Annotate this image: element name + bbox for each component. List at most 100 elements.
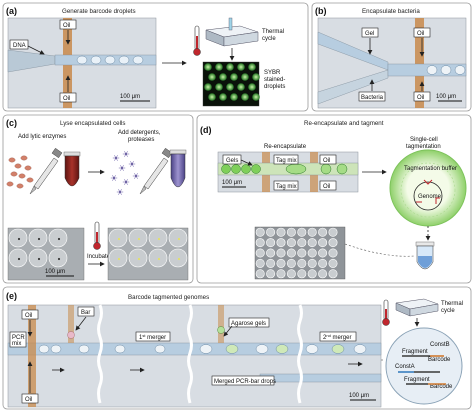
- panel-c-title: Lyse encapsulated cells: [60, 120, 125, 127]
- sybr-droplet: [248, 83, 256, 91]
- panel-d: (d) Re-encapsulate and tagment Re-encaps…: [197, 115, 471, 283]
- micro-cell: [58, 238, 60, 240]
- panel-d-title: Re-encapsulate and tagment: [304, 120, 384, 127]
- micro-droplet: [308, 259, 316, 267]
- micro-droplet: [266, 249, 274, 257]
- single-cell-line1: Single-cell: [410, 137, 438, 143]
- add-detergents-line1: Add detergents,: [118, 130, 161, 136]
- micro-droplet: [129, 249, 147, 267]
- micro-droplet: [129, 229, 147, 247]
- sybr-droplet: [204, 83, 212, 91]
- micro-droplet: [298, 228, 306, 236]
- thermal-cycle-line2-e: cycle: [441, 308, 455, 314]
- barcode-bottom-label: Barcode: [430, 384, 453, 390]
- thermal-cycle-line1-e: Thermal: [441, 301, 463, 307]
- micro-droplet: [298, 238, 306, 246]
- sybr-droplet: [252, 73, 260, 81]
- oil-channel-e: [28, 305, 36, 407]
- panel-d-letter: (d): [200, 125, 212, 135]
- merger2-text: merger: [331, 335, 352, 341]
- micro-cell: [118, 238, 120, 240]
- barcode-top-label: Barcode: [428, 357, 451, 363]
- bar-droplet: [68, 332, 75, 339]
- enzyme: [113, 155, 119, 161]
- tag-buffer-label: Tagmentation buffer: [404, 166, 457, 172]
- sybr-droplet: [208, 93, 216, 101]
- merger1-text: merger: [145, 335, 166, 341]
- gel-label: Gel: [365, 31, 374, 37]
- merged-droplet: [200, 345, 212, 354]
- sybr-droplet: [237, 83, 245, 91]
- merged-droplet: [332, 345, 344, 354]
- micro-cell: [178, 238, 180, 240]
- panel-a: (a) Generate barcode droplets DNA Oil Oi…: [3, 3, 308, 111]
- merged-label: Merged PCR-bar drops: [214, 379, 276, 385]
- agarose-label: Agarose gels: [231, 321, 266, 327]
- micro-droplet: [298, 249, 306, 257]
- enzyme: [129, 161, 135, 167]
- bacteria-cluster: [7, 156, 33, 188]
- fragment-top-label: Fragment: [402, 349, 428, 355]
- micro-droplet: [308, 249, 316, 257]
- micro-droplet: [329, 228, 337, 236]
- pcr-mix-line2: mix: [12, 341, 21, 347]
- micro-cell: [58, 258, 60, 260]
- fragment-bottom-label: Fragment: [404, 377, 430, 383]
- micro-droplet: [277, 249, 285, 257]
- scale-label-e: 100 μm: [349, 393, 369, 399]
- bacterium: [25, 166, 31, 170]
- sybr-line2: stained-: [264, 77, 285, 83]
- const-a-label: ConstA: [395, 364, 415, 370]
- tube-icon-red: [64, 152, 80, 186]
- micro-droplet: [169, 229, 187, 247]
- oil-bottom-label-b: Oil: [417, 95, 424, 101]
- micro-droplet: [318, 259, 326, 267]
- add-lytic-label: Add lytic enzymes: [18, 134, 66, 140]
- gel-droplet: [222, 165, 231, 174]
- micro-droplet: [29, 229, 47, 247]
- pcr-droplet: [39, 345, 49, 353]
- sybr-droplet: [230, 93, 238, 101]
- gel-droplet: [232, 165, 241, 174]
- scale-label-a: 100 μm: [120, 94, 140, 100]
- panel-b: (b) Encapsulate bacteria Gel Oil Bacteri…: [312, 3, 471, 111]
- protease-cluster: [111, 151, 139, 195]
- micro-droplet: [149, 249, 167, 267]
- sybr-droplet: [219, 73, 227, 81]
- single-cell-label: Single-cell tagmentation: [406, 137, 441, 150]
- sybr-droplet: [204, 63, 212, 71]
- bacterium: [27, 178, 33, 182]
- sybr-droplet: [219, 93, 227, 101]
- bacterium: [21, 156, 27, 160]
- enzyme: [117, 189, 123, 195]
- panel-a-letter: (a): [6, 6, 17, 16]
- micro-droplet: [308, 270, 316, 278]
- micro-cell: [18, 238, 20, 240]
- panel-c: (c) Lyse encapsulated cells Add lytic en…: [3, 115, 193, 283]
- gel-droplet-out: [321, 164, 331, 174]
- merged-droplet: [306, 345, 318, 354]
- bacterium: [7, 182, 13, 186]
- micro-droplet: [298, 270, 306, 278]
- micro-droplet: [287, 238, 295, 246]
- merged-droplet: [226, 345, 238, 354]
- micro-cell: [18, 258, 20, 260]
- micro-droplet: [266, 270, 274, 278]
- micro-droplet: [329, 259, 337, 267]
- micro-droplet: [277, 270, 285, 278]
- add-detergents-line2: proteases: [128, 137, 154, 143]
- oil-top-label-d: Oil: [323, 158, 330, 164]
- micro-cell: [138, 258, 140, 260]
- sybr-label: SYBR stained- droplets: [264, 70, 287, 90]
- bar-label: Bar: [81, 310, 90, 316]
- gel-droplet-merged: [286, 164, 306, 174]
- micro-droplet: [256, 228, 264, 236]
- micro-droplet: [277, 238, 285, 246]
- gels-label: Gels: [226, 158, 238, 164]
- micro-droplet: [329, 270, 337, 278]
- micro-droplet: [9, 249, 27, 267]
- micro-droplet: [318, 270, 326, 278]
- sybr-droplet: [215, 83, 223, 91]
- gel-droplet-out: [337, 164, 347, 174]
- lower-channel-e: [260, 374, 381, 382]
